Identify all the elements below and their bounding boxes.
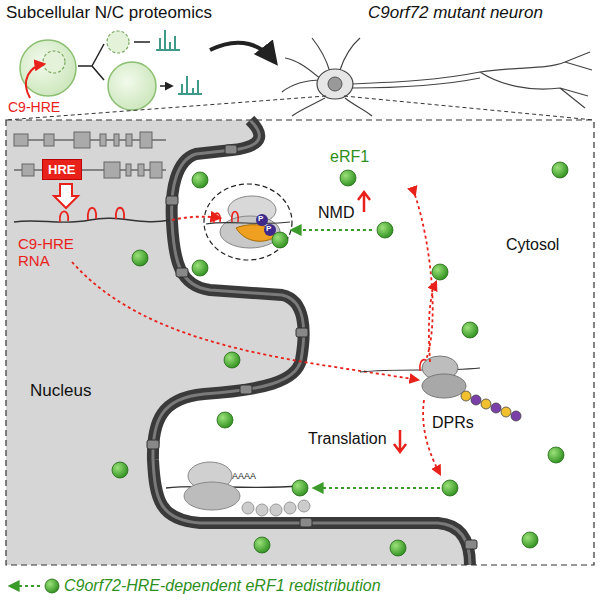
label: C9orf72 mutant neuron <box>368 4 543 23</box>
label: Translation <box>308 430 387 448</box>
node-text: HRE <box>48 162 75 177</box>
label: P <box>266 225 271 234</box>
legend-text: C9orf72-HRE-dependent eRF1 redistributio… <box>64 577 381 595</box>
label: P <box>258 215 263 224</box>
label: Nucleus <box>30 382 91 401</box>
label: NMD <box>318 204 354 222</box>
label: Cytosol <box>506 236 559 254</box>
label: DPRs <box>432 414 474 432</box>
label: C9-HRE <box>8 100 60 115</box>
label: eRF1 <box>330 148 369 166</box>
repeat-box: HRE <box>42 159 82 180</box>
title: Subcellular N/C proteomics <box>6 4 212 23</box>
label: C9-HRE RNA <box>18 236 78 269</box>
label: AAAA <box>232 472 256 482</box>
